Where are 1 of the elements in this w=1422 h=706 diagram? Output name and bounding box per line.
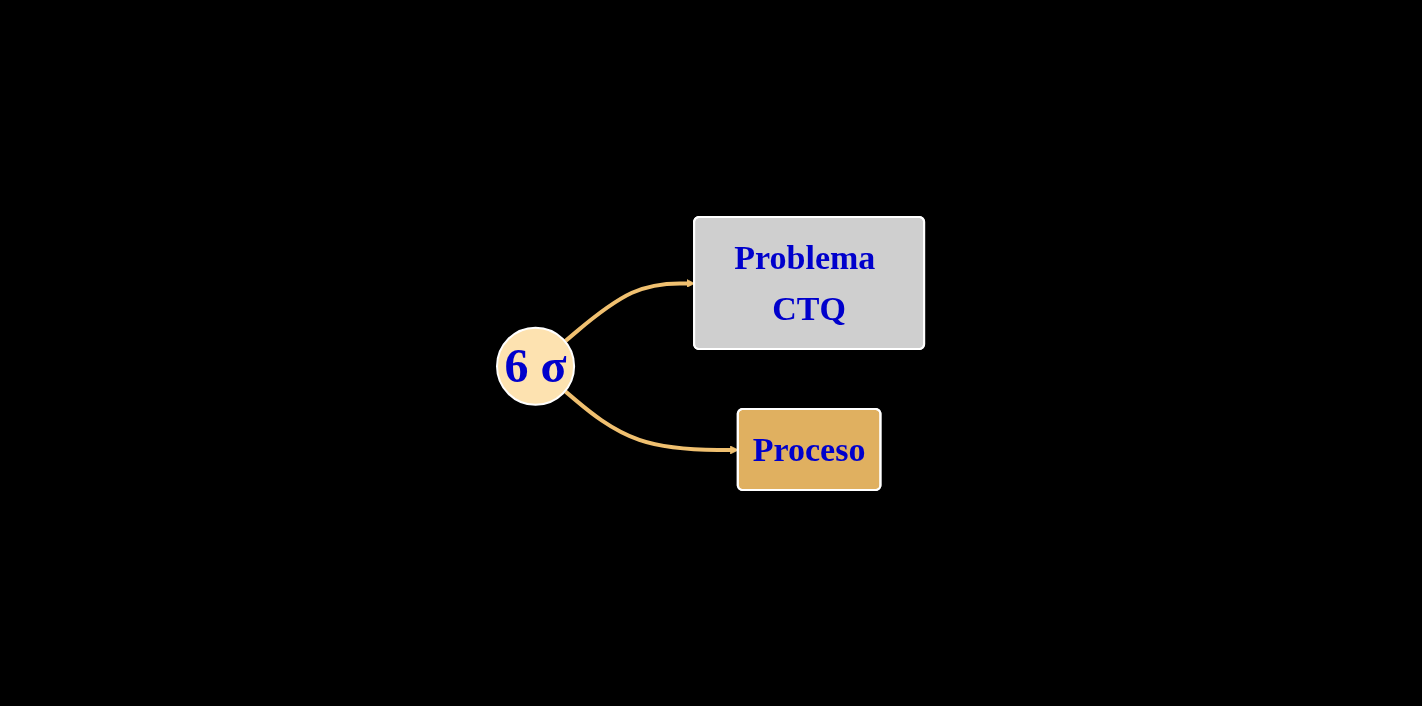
node-circle: 6 σ <box>496 326 576 406</box>
